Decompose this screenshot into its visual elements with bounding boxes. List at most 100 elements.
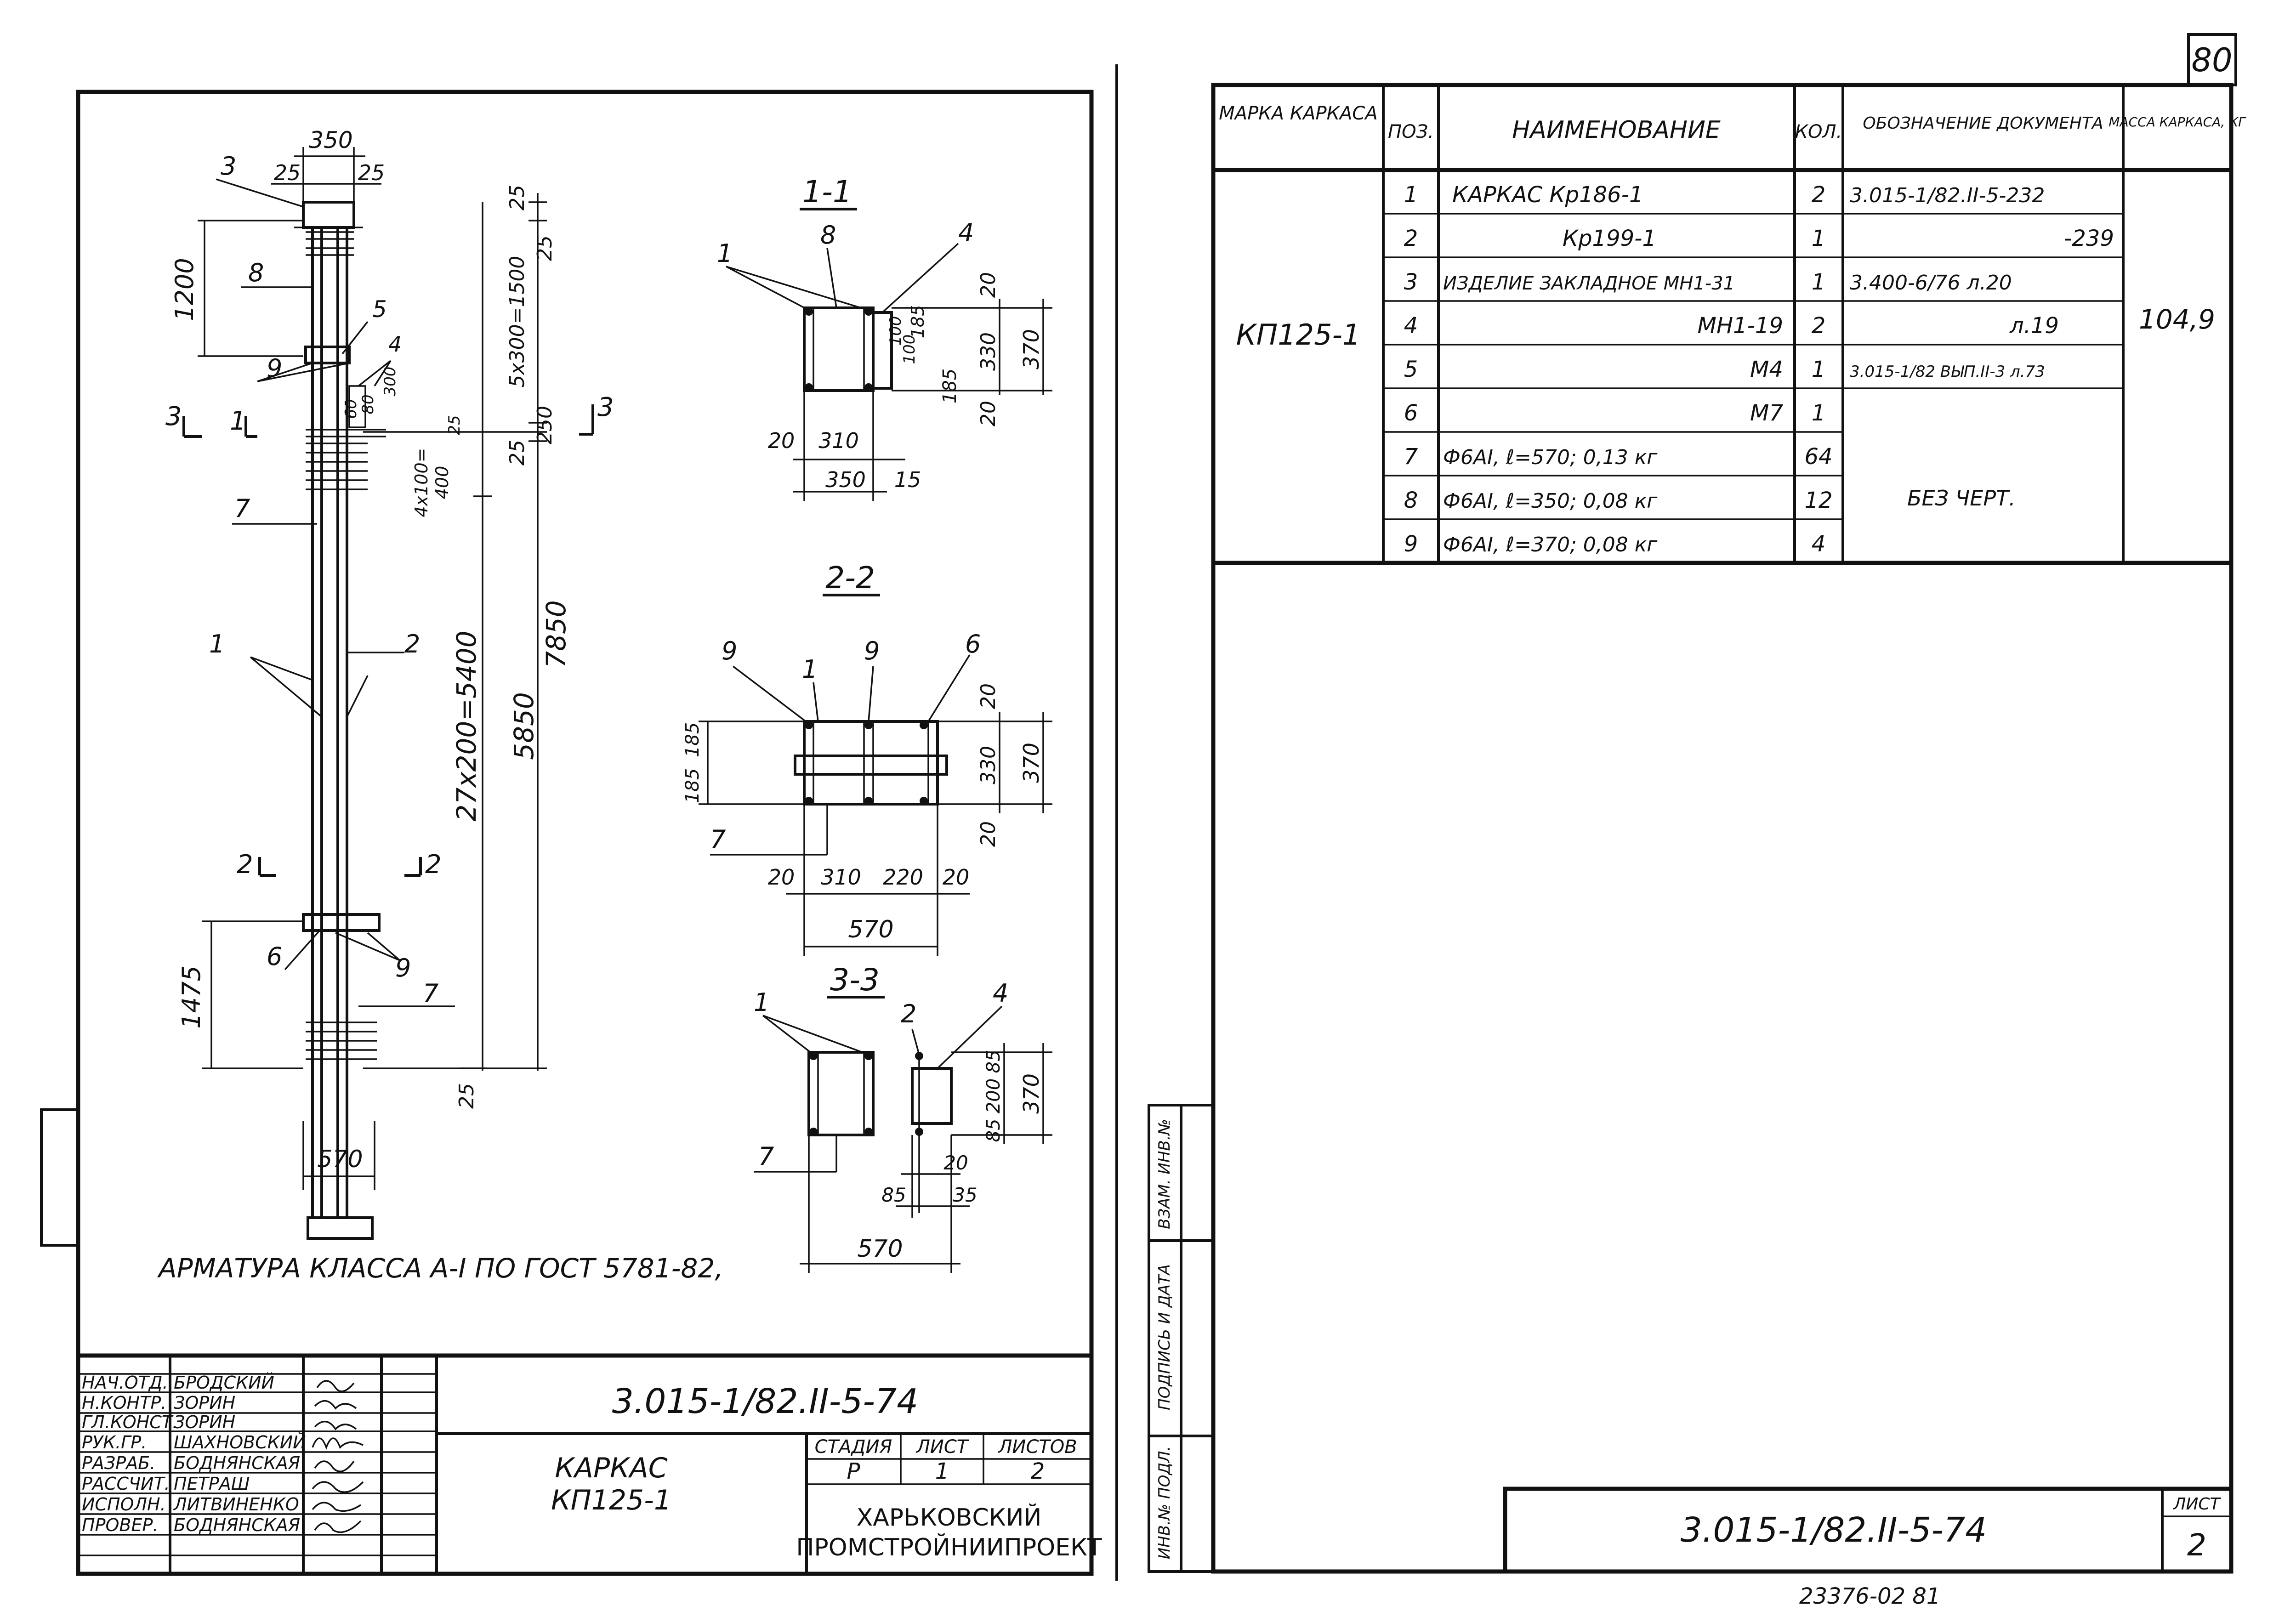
dim-top-left-25: 25 <box>274 160 301 185</box>
row-3-name: МН1-19 <box>1698 313 1783 339</box>
hdr-doc: ОБОЗНАЧЕНИЕ ДОКУМЕНТА <box>1863 114 2103 133</box>
section-mark-2-right: 2 <box>425 850 442 879</box>
row-4-name: М4 <box>1750 357 1783 382</box>
row-8-pos: 9 <box>1404 531 1418 557</box>
row-2-qty: 1 <box>1812 269 1826 295</box>
row-7-qty: 12 <box>1804 488 1832 513</box>
sheets-label: ЛИСТОВ <box>997 1436 1077 1458</box>
row-0-doc: 3.015-1/82.II-5-232 <box>1850 184 2045 207</box>
s22-callout-7: 7 <box>710 825 726 854</box>
side-label-inv: ИНВ.№ ПОДЛ. <box>1155 1446 1174 1560</box>
s22-dim-185b: 185 <box>682 768 703 803</box>
right-sheet-number: 2 <box>2187 1527 2206 1563</box>
section-1-1: 1-1 1 8 4 20 310 350 15 20 185 100 10 <box>717 174 1052 501</box>
s33-dim-85a: 85 <box>983 1050 1004 1073</box>
s33-callout-7: 7 <box>758 1142 774 1171</box>
name-6: ЛИТВИНЕНКО <box>173 1494 299 1515</box>
sheets-value: 2 <box>1031 1458 1045 1484</box>
callout-7-bottom: 7 <box>423 979 438 1008</box>
spec-table: МАРКА КАРКАСА ПОЗ. НАИМЕНОВАНИЕ КОЛ. ОБО… <box>1213 85 2246 565</box>
row-2-name: ИЗДЕЛИЕ ЗАКЛАДНОЕ МН1-31 <box>1443 273 1735 294</box>
s33-dim-35: 35 <box>953 1184 977 1206</box>
dim-27x200: 27x200=5400 <box>451 630 482 821</box>
s22-callout-9b: 9 <box>864 636 880 665</box>
row-1-doc: -239 <box>2064 226 2114 251</box>
role-4: РАЗРАБ. <box>82 1453 155 1473</box>
s33-callout-2: 2 <box>901 999 916 1028</box>
row-3-qty: 2 <box>1812 313 1826 339</box>
section-2-2-title: 2-2 <box>825 560 875 596</box>
name-1: ЗОРИН <box>174 1393 235 1413</box>
s22-dim-185a: 185 <box>682 722 703 757</box>
row-6-qty: 64 <box>1804 444 1832 470</box>
dim-25b: 25 <box>506 440 529 465</box>
section-2-2: 2-2 9 1 9 6 7 185 185 <box>682 560 1052 956</box>
s33-dim-85b: 85 <box>983 1119 1004 1142</box>
row-3-pos: 4 <box>1404 313 1418 339</box>
role-7: ПРОВЕР. <box>82 1515 158 1535</box>
left-sheet-frame <box>40 64 1118 1581</box>
dim-5850: 5850 <box>508 692 540 760</box>
row-4-qty: 1 <box>1812 357 1826 382</box>
s11-callout-4: 4 <box>958 218 974 247</box>
right-side-stamp: ИНВ.№ ПОДЛ. ПОДПИСЬ И ДАТА ВЗАМ. ИНВ.№ <box>1148 1104 1215 1573</box>
role-0: НАЧ.ОТД. <box>82 1373 168 1393</box>
row-6-name: Ф6АI, ℓ=570; 0,13 кг <box>1443 446 1658 469</box>
row-0-qty: 2 <box>1812 182 1826 208</box>
row-1-qty: 1 <box>1812 226 1826 251</box>
s11-dim-15: 15 <box>894 467 921 492</box>
title-block: 3.015-1/82.II-5-74 КАРКАС КП125-1 СТАДИЯ… <box>78 1353 1102 1574</box>
row-2-doc: 3.400-6/76 л.20 <box>1850 271 2012 295</box>
s22-callout-9a: 9 <box>722 636 737 665</box>
right-sheet-label: ЛИСТ <box>2172 1495 2221 1514</box>
s11-dim-20b: 20 <box>977 272 1000 298</box>
s11-dim-330: 330 <box>977 332 1000 371</box>
callout-4: 4 <box>388 332 402 357</box>
side-label-repl: ВЗАМ. ИНВ.№ <box>1155 1119 1174 1229</box>
s11-callout-8: 8 <box>820 221 836 250</box>
s33-dim-570: 570 <box>857 1235 903 1263</box>
stage-label: СТАДИЯ <box>815 1436 892 1458</box>
dim-25d: 25 <box>445 415 464 435</box>
name-5: ПЕТРАШ <box>174 1474 250 1494</box>
s11-callout-1: 1 <box>717 239 733 268</box>
s33-callout-4: 4 <box>993 979 1008 1008</box>
left-sheet-title-1: КАРКАС <box>555 1452 667 1484</box>
role-3: РУК.ГР. <box>82 1432 147 1452</box>
hdr-name: НАИМЕНОВАНИЕ <box>1512 116 1721 144</box>
dim-60: 60 <box>342 399 360 419</box>
role-2: ГЛ.КОНСТ. <box>82 1412 178 1432</box>
s22-dim-330: 330 <box>977 746 1000 784</box>
hdr-mass: МАССА КАРКАСА, КГ <box>2108 114 2246 130</box>
dim-1475: 1475 <box>177 965 206 1028</box>
s22-callout-1: 1 <box>802 655 818 684</box>
dim-250: 250 <box>533 406 557 444</box>
dim-400: 400 <box>432 466 452 499</box>
s22-dim-570: 570 <box>848 916 893 943</box>
page-number: 80 <box>2191 41 2232 79</box>
s22-dim-20d: 20 <box>943 865 970 890</box>
row-5-qty: 1 <box>1812 400 1826 426</box>
signatures <box>312 1380 364 1533</box>
callout-2: 2 <box>404 630 420 658</box>
callout-7-top: 7 <box>234 494 250 523</box>
sheet-label: ЛИСТ <box>915 1436 970 1458</box>
spec-no-drawing: БЕЗ ЧЕРТ. <box>1907 486 2016 511</box>
hdr-mark: МАРКА КАРКАСА <box>1219 103 1377 124</box>
spec-mark: КП125-1 <box>1236 318 1361 352</box>
s11-dim-370: 370 <box>1019 329 1044 369</box>
s33-dim-20: 20 <box>943 1152 968 1174</box>
dim-top-right-25: 25 <box>358 160 385 185</box>
section-mark-1: 1 <box>230 406 246 436</box>
row-7-name: Ф6АI, ℓ=350; 0,08 кг <box>1443 489 1658 513</box>
s33-dim-85c: 85 <box>881 1184 906 1206</box>
callout-3: 3 <box>221 152 236 181</box>
s22-dim-220: 220 <box>883 865 923 890</box>
callout-1: 1 <box>209 630 225 658</box>
left-sheet-code: 3.015-1/82.II-5-74 <box>612 1382 919 1421</box>
dim-80: 80 <box>359 394 377 414</box>
row-8-qty: 4 <box>1812 531 1826 557</box>
dim-top-350: 350 <box>309 127 352 153</box>
dim-25a: 25 <box>533 235 557 261</box>
